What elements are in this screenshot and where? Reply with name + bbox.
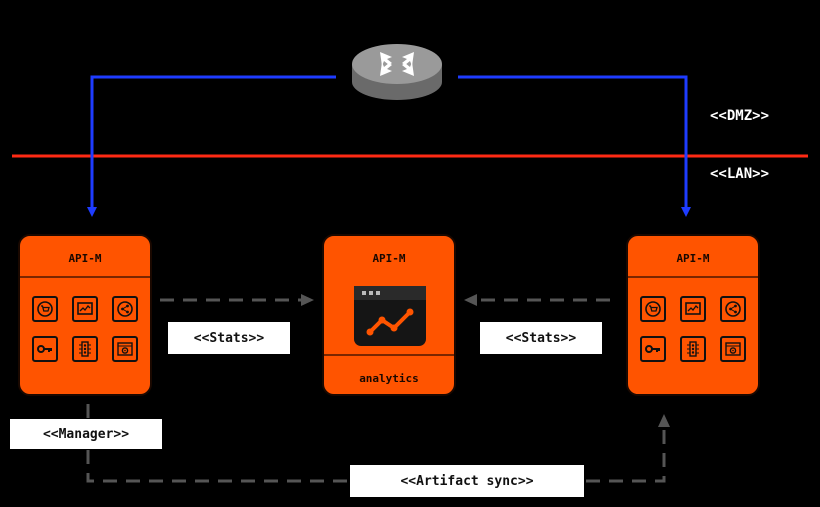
node-title: API-M: [372, 252, 406, 265]
uplink-left: [87, 75, 336, 217]
uplink-right: [458, 75, 691, 217]
router-icon: [352, 44, 442, 100]
node-divider: [20, 276, 150, 278]
node-title: API-M: [68, 252, 102, 265]
edge-label-manager: <<Manager>>: [10, 419, 162, 449]
node-divider: [628, 276, 758, 278]
zone-label-lan: <<LAN>>: [710, 166, 770, 182]
node-divider: [324, 354, 454, 356]
gear-chip-icon: [112, 336, 138, 362]
cart-icon: [640, 296, 666, 322]
analytics-label: analytics: [359, 372, 419, 385]
share-icon: [720, 296, 746, 322]
api-manager-node-left[interactable]: API-M: [18, 234, 152, 396]
feature-icon-grid: [32, 296, 140, 362]
key-icon: [32, 336, 58, 362]
api-manager-node-right[interactable]: API-M: [626, 234, 760, 396]
traffic-light-icon: [72, 336, 98, 362]
node-title: API-M: [676, 252, 710, 265]
gear-chip-icon: [720, 336, 746, 362]
feature-icon-grid: [640, 296, 748, 362]
edge-label-stats-right: <<Stats>>: [480, 322, 602, 354]
share-icon: [112, 296, 138, 322]
api-manager-analytics-node[interactable]: API-M analytics: [322, 234, 456, 396]
analytics-chart-icon: [354, 286, 426, 346]
key-icon: [640, 336, 666, 362]
edge-label-stats-left: <<Stats>>: [168, 322, 290, 354]
cart-icon: [32, 296, 58, 322]
edge-label-artifact-sync: <<Artifact sync>>: [350, 465, 584, 497]
monitor-chart-icon: [680, 296, 706, 322]
monitor-chart-icon: [72, 296, 98, 322]
traffic-light-icon: [680, 336, 706, 362]
zone-label-dmz: <<DMZ>>: [710, 108, 770, 124]
